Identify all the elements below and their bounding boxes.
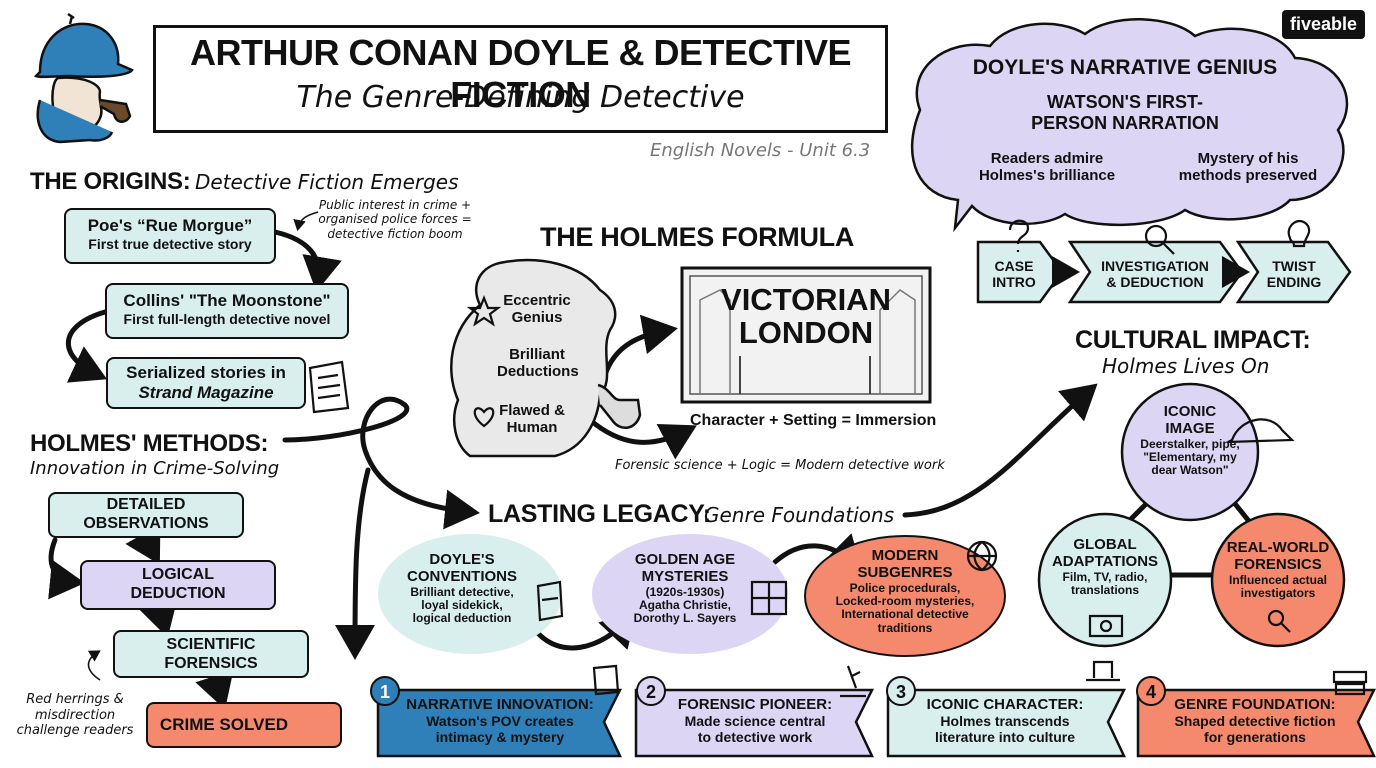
trait-flawed: Flawed &Human	[499, 402, 565, 436]
methods-title: HOLMES' METHODS:	[30, 430, 269, 457]
methods-subtitle: Innovation in Crime-Solving	[30, 458, 280, 479]
holmes-silhouette	[450, 258, 617, 458]
legacy-subtitle: Genre Foundations	[704, 503, 895, 527]
star-icon	[466, 295, 502, 327]
pipe-icon	[597, 383, 642, 429]
forensic-equation: Forensic science + Logic = Modern detect…	[615, 458, 945, 473]
banner-badge-2: 2	[636, 676, 666, 706]
banner-text-2: FORENSIC PIONEER: Made science central t…	[677, 696, 833, 745]
banner-badge-1: 1	[370, 676, 400, 706]
legacy-modern-text: MODERN SUBGENRES Police procedurals, Loc…	[835, 547, 975, 635]
title-box	[153, 25, 888, 133]
formula-title: THE HOLMES FORMULA	[540, 222, 855, 252]
origin-step-poe: Poe's “Rue Morgue” First true detective …	[64, 208, 276, 264]
banner-shape-2	[634, 688, 875, 758]
origin-step-collins: Collins' "The Moonstone" First full-leng…	[105, 283, 349, 339]
question-icon	[1008, 219, 1030, 252]
search-icon	[1144, 224, 1168, 248]
flow-chevron-twist	[1235, 240, 1352, 304]
puzzle-icon	[750, 580, 788, 616]
banner-shape-3	[886, 688, 1127, 758]
impact-iconic-text: ICONIC IMAGE Deerstalker, pipe, "Element…	[1140, 403, 1240, 478]
legacy-conventions-text: DOYLE'S CONVENTIONS Brilliant detective,…	[406, 551, 517, 626]
deerstalker-icon	[1227, 418, 1295, 444]
banner-badge-4: 4	[1136, 676, 1166, 706]
page-title: ARTHUR CONAN DOYLE & DETECTIVE FICTION	[189, 32, 852, 115]
origins-subtitle: Detective Fiction Emerges	[195, 170, 459, 194]
page-subtitle: The Genre-Defining Detective	[296, 80, 745, 115]
flow-investigation: INVESTIGATION& DEDUCTION	[1101, 258, 1209, 290]
legacy-oval-golden-age	[592, 534, 788, 654]
top-hat-icon	[1086, 660, 1120, 682]
books-icon	[1332, 670, 1368, 696]
microscope-icon	[840, 665, 866, 698]
banner-text-3: ICONIC CHARACTER: Holmes transcends lite…	[926, 696, 1084, 745]
banner-shape-1	[376, 688, 623, 758]
formula-equation: Character + Setting = Immersion	[690, 412, 937, 429]
legacy-golden-age-text: GOLDEN AGE MYSTERIES (1920s-1930s) Agath…	[633, 551, 737, 626]
unit-label: English Novels - Unit 6.3	[650, 140, 871, 161]
banner-text-4: GENRE FOUNDATION: Shaped detective ficti…	[1174, 696, 1336, 745]
scroll-icon	[592, 664, 620, 696]
origins-title: THE ORIGINS:	[30, 168, 191, 195]
origins-note: Public interest in crime +organised poli…	[318, 198, 472, 241]
narrative-title: DOYLE'S NARRATIVE GENIUS	[972, 56, 1278, 79]
book-icon	[536, 580, 564, 622]
newspaper-icon	[308, 360, 350, 414]
banner-text-1: NARRATIVE INNOVATION: Watson's POV creat…	[406, 696, 594, 745]
impact-title: CULTURAL IMPACT:	[1075, 326, 1311, 354]
detective-head-icon	[33, 12, 134, 144]
origin-step-strand: Serialized stories in Strand Magazine	[106, 357, 306, 409]
lightbulb-icon	[1287, 220, 1311, 248]
impact-circle-iconic	[1120, 382, 1260, 522]
impact-forensics-text: REAL-WORLD FORENSICS Influenced actual i…	[1226, 539, 1330, 601]
banner-badge-3: 3	[886, 676, 916, 706]
flow-chevron-case	[976, 240, 1064, 304]
impact-global-text: GLOBAL ADAPTATIONS Film, TV, radio, tran…	[1051, 536, 1159, 598]
flow-chevron-investigation	[1067, 240, 1244, 304]
victorian-london-illustration	[680, 266, 932, 404]
impact-circle-forensics	[1210, 512, 1346, 648]
brand-logo[interactable]: fiveable	[1282, 10, 1366, 39]
impact-subtitle: Holmes Lives On	[1102, 354, 1270, 378]
legacy-oval-modern	[804, 535, 1006, 657]
method-crime-solved: CRIME SOLVED	[146, 702, 342, 748]
magnifier-small-icon	[1267, 609, 1285, 627]
legacy-title: LASTING LEGACY:	[488, 500, 711, 528]
impact-circle-global	[1037, 512, 1173, 648]
narrative-cloud	[910, 18, 1349, 233]
legacy-oval-conventions	[378, 534, 562, 654]
banner-shape-4	[1136, 688, 1376, 758]
heart-icon	[473, 407, 495, 428]
camera-icon	[1088, 614, 1124, 638]
narrative-center: WATSON'S FIRST-PERSON NARRATION	[1031, 92, 1219, 133]
